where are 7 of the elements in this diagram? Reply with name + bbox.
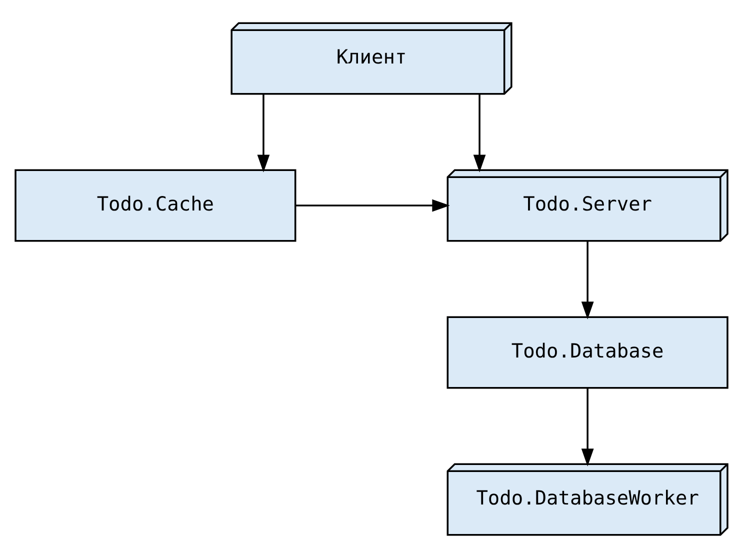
arrow (296, 198, 450, 212)
node-box: Todo.Database (446, 316, 728, 388)
arrow (257, 94, 270, 172)
arrow (581, 388, 594, 466)
arrow (581, 240, 594, 319)
arrow (473, 94, 486, 172)
node-box: Todo.Cache (14, 168, 296, 242)
